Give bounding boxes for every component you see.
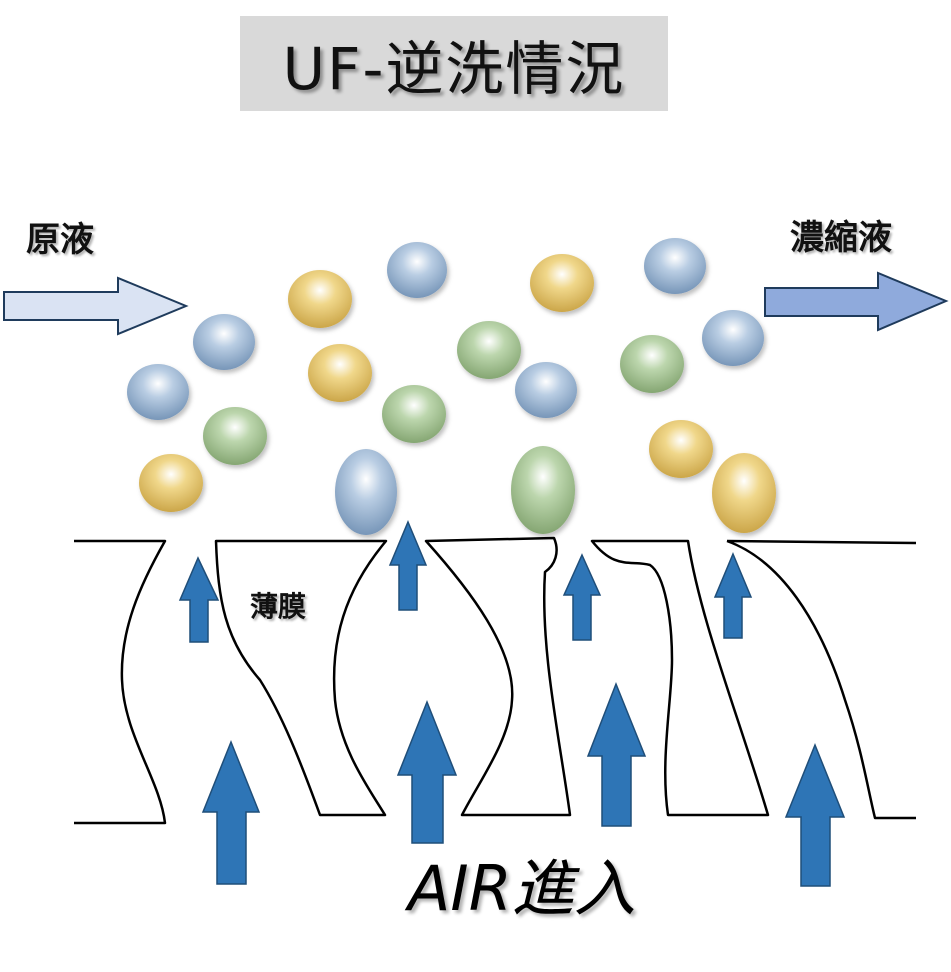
particle-blue: [335, 449, 397, 535]
up-arrow: [784, 742, 846, 887]
particle-green: [511, 446, 575, 534]
air-in-label: AIR進入: [408, 852, 636, 925]
up-arrow: [586, 681, 647, 827]
particle-gold: [139, 454, 203, 512]
particle-green: [620, 335, 684, 393]
particle-gold: [308, 344, 372, 402]
membrane-label: 薄膜: [250, 590, 307, 623]
particle-green: [203, 407, 267, 465]
particle-gold: [530, 254, 594, 312]
feed-label: 原液: [26, 220, 94, 260]
up-arrow: [396, 699, 458, 844]
up-arrow: [562, 553, 602, 641]
particle-blue: [702, 310, 764, 366]
particle-blue: [127, 364, 189, 420]
title-box: UF-逆洗情況: [240, 16, 668, 111]
concentrate-arrow: [764, 271, 949, 332]
feed-arrow: [3, 276, 189, 336]
particle-blue: [387, 242, 447, 298]
up-arrow: [713, 552, 753, 639]
page-title: UF-逆洗情況: [282, 34, 626, 103]
particle-gold: [288, 270, 352, 328]
concentrate-label: 濃縮液: [790, 218, 892, 258]
particle-green: [382, 385, 446, 443]
particle-blue: [515, 362, 577, 418]
particle-green: [457, 321, 521, 379]
membrane-outline: [74, 536, 917, 825]
up-arrow: [388, 520, 428, 611]
up-arrow: [201, 739, 261, 885]
particle-gold: [649, 420, 713, 478]
particle-blue: [644, 238, 706, 294]
up-arrow: [178, 556, 220, 643]
particle-group: [127, 238, 776, 535]
particle-blue: [193, 314, 255, 370]
particle-gold: [712, 453, 776, 533]
air-flow-arrows: [178, 520, 846, 887]
